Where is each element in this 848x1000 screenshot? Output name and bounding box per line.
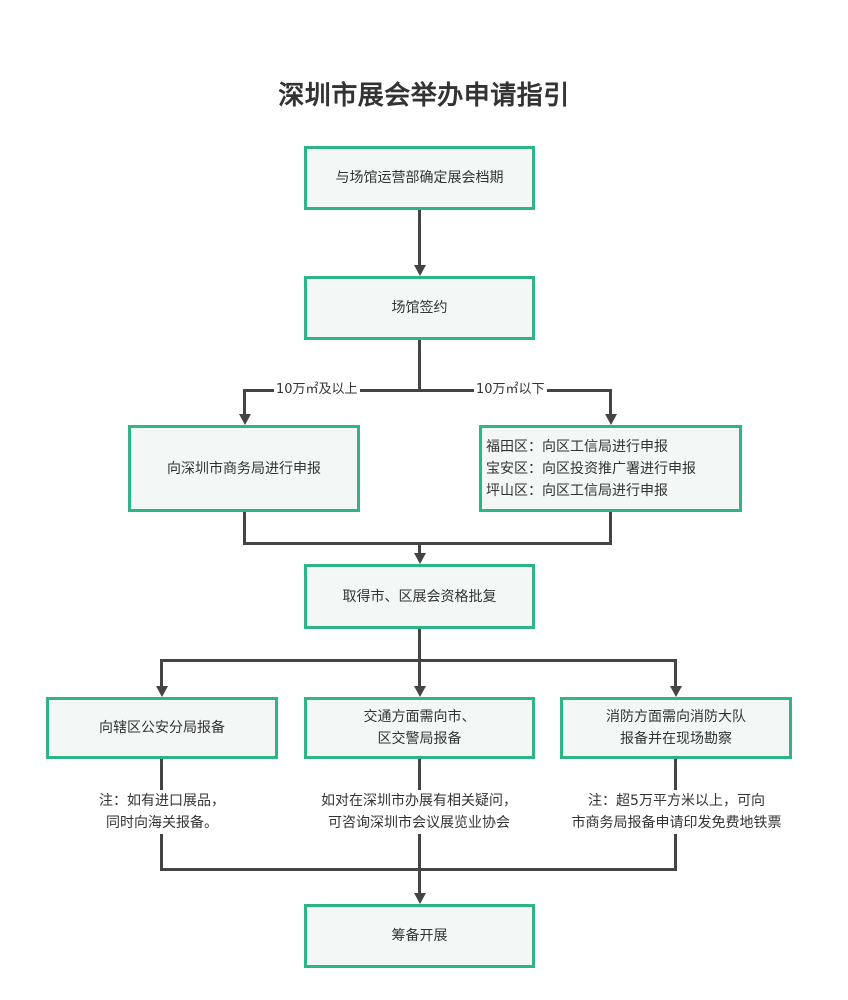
node-approval: 取得市、区展会资格批复 bbox=[304, 564, 535, 629]
arrow-down-icon bbox=[413, 553, 426, 564]
arrow-down-icon bbox=[413, 265, 426, 276]
district-pingshan: 坪山区：向区工信局进行申报 bbox=[486, 482, 668, 499]
connector-line bbox=[418, 628, 421, 688]
node-traffic-filing-line2: 区交警局报备 bbox=[377, 731, 462, 747]
node-fire-filing-line1: 消防方面需向消防大队 bbox=[606, 709, 746, 725]
connector-line bbox=[160, 868, 677, 871]
note-customs: 注：如有进口展品， 同时向海关报备。 bbox=[82, 790, 242, 834]
node-venue-contract: 场馆签约 bbox=[304, 276, 535, 340]
arrow-down-icon bbox=[413, 686, 426, 697]
node-approval-label: 取得市、区展会资格批复 bbox=[342, 588, 497, 605]
node-confirm-schedule-label: 与场馆运营部确定展会档期 bbox=[335, 170, 504, 186]
node-fire-filing: 消防方面需向消防大队 报备并在现场勘察 bbox=[560, 697, 792, 759]
node-district-report: 福田区：向区工信局进行申报 宝安区：向区投资推广署进行申报 坪山区：向区工信局进… bbox=[479, 425, 742, 512]
node-confirm-schedule: 与场馆运营部确定展会档期 bbox=[304, 146, 535, 210]
note-consult-line2: 可咨询深圳市会议展览业协会 bbox=[328, 815, 510, 831]
connector-line bbox=[243, 389, 246, 416]
node-traffic-filing-line1: 交通方面需向市、 bbox=[363, 709, 476, 725]
page-title: 深圳市展会举办申请指引 bbox=[278, 81, 570, 111]
connector-line bbox=[160, 659, 163, 688]
note-customs-line2: 同时向海关报备。 bbox=[106, 815, 218, 831]
node-venue-contract-label: 场馆签约 bbox=[391, 300, 448, 316]
connector-line bbox=[243, 389, 612, 392]
district-baoan: 宝安区：向区投资推广署进行申报 bbox=[486, 460, 696, 477]
node-prepare: 筹备开展 bbox=[304, 904, 535, 968]
arrow-down-icon bbox=[413, 893, 426, 904]
node-police-filing: 向辖区公安分局报备 bbox=[46, 697, 278, 759]
edge-label-large: 10万㎡及以上 bbox=[274, 381, 360, 399]
arrow-down-icon bbox=[238, 414, 251, 425]
note-customs-line1: 注：如有进口展品， bbox=[99, 793, 225, 809]
arrow-down-icon bbox=[669, 686, 682, 697]
edge-label-small: 10万㎡以下 bbox=[474, 381, 547, 399]
node-fire-filing-line2: 报备并在现场勘察 bbox=[620, 731, 732, 747]
node-city-report-label: 向深圳市商务局进行申报 bbox=[167, 460, 321, 477]
connector-line bbox=[243, 542, 612, 545]
connector-line bbox=[609, 389, 612, 416]
note-ticket: 注：超5万平方米以上，可向 市商务局报备申请印发免费地铁票 bbox=[555, 790, 798, 834]
node-traffic-filing: 交通方面需向市、 区交警局报备 bbox=[304, 697, 535, 759]
node-police-filing-label: 向辖区公安分局报备 bbox=[99, 720, 225, 736]
node-city-report: 向深圳市商务局进行申报 bbox=[128, 425, 360, 512]
note-ticket-line1: 注：超5万平方米以上，可向 bbox=[588, 793, 765, 809]
note-consult-line1: 如对在深圳市办展有相关疑问， bbox=[321, 793, 517, 809]
arrow-down-icon bbox=[604, 414, 617, 425]
connector-line bbox=[243, 511, 246, 545]
connector-line bbox=[418, 542, 421, 555]
note-consult: 如对在深圳市办展有相关疑问， 可咨询深圳市会议展览业协会 bbox=[304, 790, 534, 834]
connector-line bbox=[160, 659, 677, 662]
connector-line bbox=[418, 339, 421, 391]
connector-line bbox=[674, 659, 677, 688]
district-futian: 福田区：向区工信局进行申报 bbox=[486, 438, 668, 455]
arrow-down-icon bbox=[155, 686, 168, 697]
connector-line bbox=[418, 209, 421, 267]
connector-line bbox=[609, 511, 612, 545]
node-prepare-label: 筹备开展 bbox=[391, 928, 448, 944]
note-ticket-line2: 市商务局报备申请印发免费地铁票 bbox=[571, 815, 782, 831]
